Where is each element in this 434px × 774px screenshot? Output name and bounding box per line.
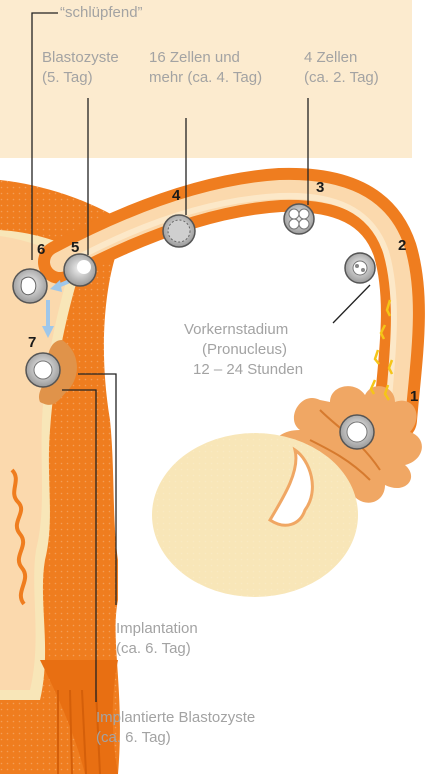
label-blastozyste-title: Blastozyste	[42, 49, 119, 67]
label-4-cells-day: (ca. 2. Tag)	[304, 69, 379, 87]
morula	[163, 215, 195, 247]
stage-number-7: 7	[28, 335, 36, 351]
ovary-texture	[152, 433, 358, 597]
label-blastozyste-day: (5. Tag)	[42, 69, 93, 87]
blastocyst	[64, 254, 96, 286]
pronucleus-egg-2	[345, 253, 375, 283]
stage-number-4: 4	[172, 188, 180, 204]
stage-number-1: 1	[410, 389, 418, 405]
pronucleus-egg-1	[340, 415, 374, 449]
label-implanted-day: (ca. 6. Tag)	[96, 729, 171, 747]
label-pronucleus-time: 12 – 24 Stunden	[193, 361, 303, 379]
label-pronucleus-sub: (Pronucleus)	[202, 341, 287, 359]
label-implantation-day: (ca. 6. Tag)	[116, 640, 191, 658]
label-implanted-title: Implantierte Blastozyste	[96, 709, 255, 727]
hatching-blastocyst	[13, 269, 47, 303]
stage-number-2: 2	[398, 238, 406, 254]
stage-number-3: 3	[316, 180, 324, 196]
four-cell-embryo	[284, 204, 314, 234]
label-16-cells-title: 16 Zellen und	[149, 49, 240, 67]
label-implantation-title: Implantation	[116, 620, 198, 638]
label-pronucleus-title: Vorkernstadium	[184, 321, 288, 339]
label-16-cells-day: mehr (ca. 4. Tag)	[149, 69, 262, 87]
stage-number-6: 6	[37, 242, 45, 258]
stage-number-5: 5	[71, 240, 79, 256]
label-4-cells-title: 4 Zellen	[304, 49, 357, 67]
label-schluepfend: “schlüpfend”	[60, 4, 143, 22]
